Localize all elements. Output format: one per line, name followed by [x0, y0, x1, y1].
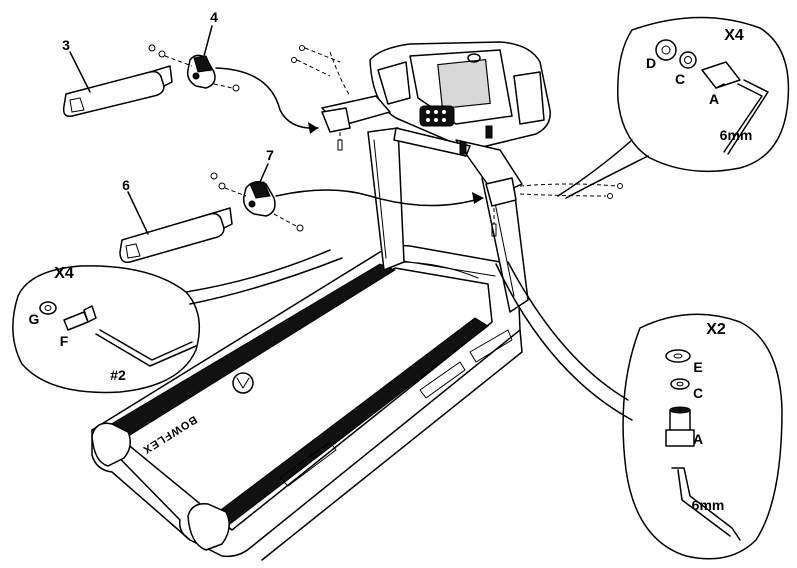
console-keypad: [420, 106, 454, 126]
arrow-4-head: [308, 122, 318, 134]
qty-bottom-right: X2: [706, 321, 726, 338]
end-cap-right: [188, 55, 215, 88]
callout-4: 4: [210, 9, 218, 25]
leader-3: [70, 52, 90, 92]
detail-bubble-top-right: [558, 17, 788, 198]
end-cap-left: [244, 182, 275, 216]
right-mount-bracket: [486, 178, 516, 206]
label-d: D: [646, 55, 656, 71]
label-c-top: C: [675, 71, 685, 87]
detail-bubble-bottom-right: [496, 262, 782, 559]
label-a-bottom: A: [693, 431, 703, 447]
qty-left: X4: [54, 265, 74, 282]
qty-top-right: X4: [724, 27, 744, 44]
label-a-top: A: [709, 91, 719, 107]
hidden-line-right-2: [520, 184, 616, 186]
tool-top-right: 6mm: [720, 127, 753, 143]
handle-right: [64, 66, 172, 116]
label-e: E: [693, 359, 702, 375]
leader-4: [204, 26, 212, 56]
arrow-4: [216, 68, 318, 128]
console: [322, 42, 550, 196]
label-f: F: [60, 333, 69, 349]
left-mount-bracket: [322, 108, 350, 132]
callout-6: 6: [122, 177, 130, 193]
leader-7: [260, 164, 268, 182]
upright-left: [368, 128, 404, 270]
label-c-bottom: C: [693, 385, 703, 401]
callout-7: 7: [266, 147, 274, 163]
handle-left: [120, 208, 232, 262]
arrow-7-head: [472, 192, 484, 204]
tool-left: #2: [110, 367, 126, 383]
tool-bottom-right: 6mm: [692, 497, 725, 513]
label-g: G: [29, 311, 40, 327]
treadmill-deck: [92, 246, 522, 560]
hidden-line-left: [330, 52, 350, 96]
hidden-line-right-1: [520, 194, 606, 196]
leader-6: [128, 192, 148, 234]
callout-3: 3: [62, 37, 70, 53]
